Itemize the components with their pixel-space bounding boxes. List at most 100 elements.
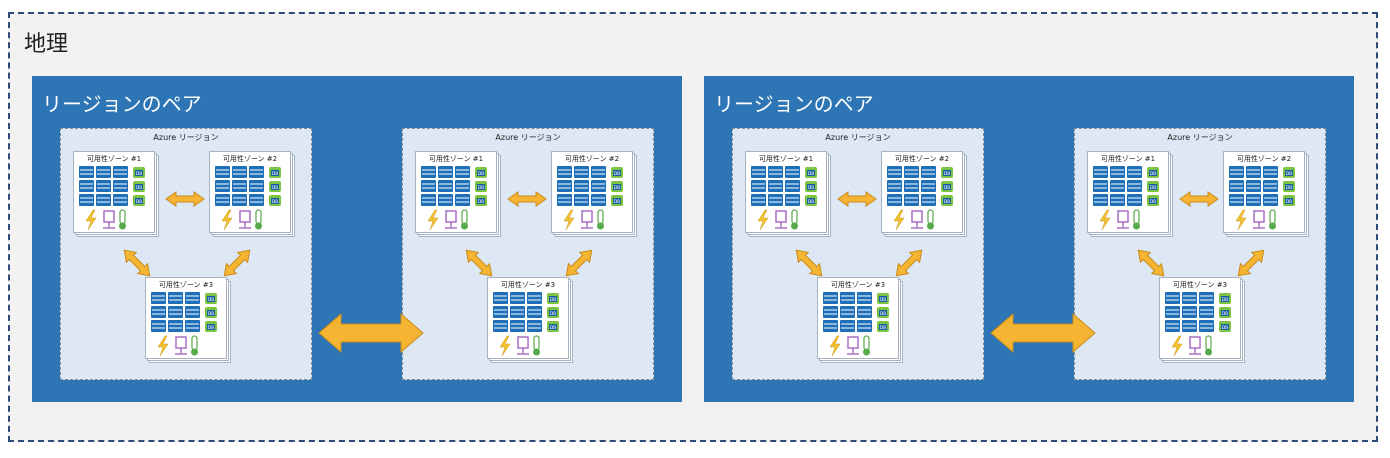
zone-link-arrow <box>565 249 593 277</box>
server-rack-icon <box>857 320 872 332</box>
server-rack-icon <box>751 180 766 192</box>
server-rack-icon <box>1182 306 1197 318</box>
server-rack-icon <box>493 292 508 304</box>
server-rack-icon <box>185 292 200 304</box>
server-rack-icon <box>232 180 247 192</box>
lightning-icon <box>1171 335 1183 357</box>
db-label: DB <box>136 171 143 177</box>
availability-zone-title: 可用性ゾーン #2 <box>894 155 950 163</box>
database-icon: DB <box>475 167 487 178</box>
server-rack-icon <box>904 166 919 178</box>
db-label: DB <box>808 199 815 205</box>
db-label: DB <box>808 185 815 191</box>
region-pair-title: リージョンのペア <box>714 92 874 116</box>
thermometer-icon <box>791 209 798 230</box>
server-rack-icon <box>768 194 783 206</box>
database-icon: DB <box>475 181 487 192</box>
db-label: DB <box>208 297 215 303</box>
azure-region-title: Azure リージョン <box>825 133 891 142</box>
server-rack-icon <box>455 166 470 178</box>
availability-zone-title: 可用性ゾーン #2 <box>1236 155 1292 163</box>
database-icon: DB <box>941 195 953 206</box>
db-label: DB <box>208 325 215 331</box>
availability-zone-icons: DB DB DB <box>751 166 817 231</box>
lightning-icon <box>893 209 905 231</box>
server-rack-icon <box>1263 180 1278 192</box>
database-icon: DB <box>805 195 817 206</box>
zone-link-arrow <box>795 249 823 277</box>
availability-zone-icons: DB DB DB <box>557 166 623 231</box>
database-icon: DB <box>547 321 559 332</box>
availability-zone: 可用性ゾーン #2 DB DB DB <box>551 151 637 237</box>
network-icon <box>517 336 529 355</box>
db-label: DB <box>614 171 621 177</box>
lightning-icon <box>499 335 511 357</box>
lightning-icon <box>757 209 769 231</box>
server-rack-icon <box>527 320 542 332</box>
server-rack-icon <box>96 180 111 192</box>
server-rack-icon <box>438 180 453 192</box>
network-icon <box>239 210 251 229</box>
server-rack-icon <box>1127 166 1142 178</box>
server-rack-icon <box>1127 180 1142 192</box>
server-rack-icon <box>185 306 200 318</box>
database-icon: DB <box>1283 195 1295 206</box>
database-icon: DB <box>611 195 623 206</box>
thermometer-icon <box>927 209 934 230</box>
database-icon: DB <box>1147 195 1159 206</box>
server-rack-icon <box>857 306 872 318</box>
database-icon: DB <box>877 293 889 304</box>
server-rack-icon <box>510 292 525 304</box>
server-rack-icon <box>840 320 855 332</box>
server-rack-icon <box>1199 292 1214 304</box>
server-rack-icon <box>215 194 230 206</box>
server-rack-icon <box>249 194 264 206</box>
network-icon <box>103 210 115 229</box>
db-label: DB <box>136 185 143 191</box>
server-rack-icon <box>232 194 247 206</box>
server-rack-icon <box>232 166 247 178</box>
db-label: DB <box>136 199 143 205</box>
server-rack-icon <box>591 194 606 206</box>
region-pair-link-arrow <box>318 312 424 354</box>
database-icon: DB <box>877 307 889 318</box>
db-label: DB <box>1286 199 1293 205</box>
server-rack-icon <box>1246 166 1261 178</box>
server-rack-icon <box>215 180 230 192</box>
server-rack-icon <box>591 166 606 178</box>
database-icon: DB <box>611 167 623 178</box>
server-rack-icon <box>823 320 838 332</box>
database-icon: DB <box>133 195 145 206</box>
server-rack-icon <box>438 194 453 206</box>
server-rack-icon <box>1165 320 1180 332</box>
server-rack-icon <box>823 306 838 318</box>
db-label: DB <box>808 171 815 177</box>
server-rack-icon <box>1229 194 1244 206</box>
server-rack-icon <box>857 292 872 304</box>
zone-link-arrow <box>1137 249 1165 277</box>
db-label: DB <box>614 199 621 205</box>
server-rack-icon <box>249 166 264 178</box>
availability-zone-title: 可用性ゾーン #2 <box>222 155 278 163</box>
database-icon: DB <box>611 181 623 192</box>
db-label: DB <box>1286 185 1293 191</box>
server-rack-icon <box>1110 166 1125 178</box>
thermometer-icon <box>1133 209 1140 230</box>
db-label: DB <box>1150 185 1157 191</box>
db-label: DB <box>880 297 887 303</box>
thermometer-icon <box>461 209 468 230</box>
lightning-icon <box>157 335 169 357</box>
availability-zone-title: 可用性ゾーン #2 <box>564 155 620 163</box>
